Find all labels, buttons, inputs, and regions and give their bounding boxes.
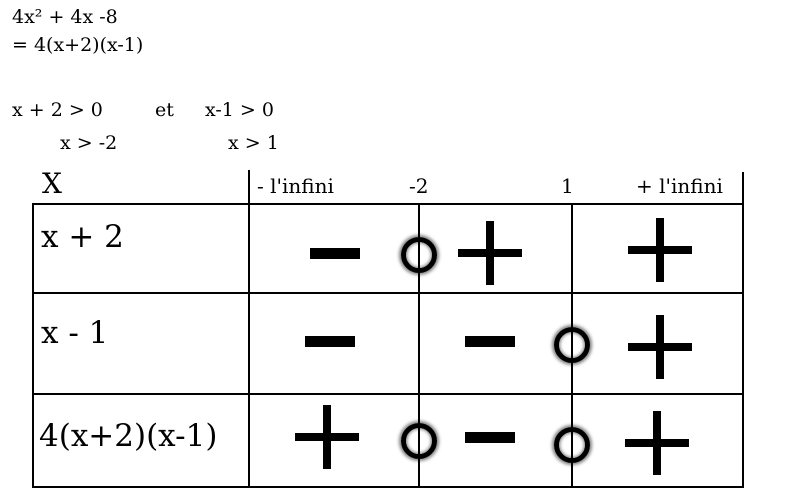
plus-sign xyxy=(625,411,689,475)
expression-line-1: 4x² + 4x -8 xyxy=(12,6,118,28)
header-label: X xyxy=(42,167,62,200)
minus-sign xyxy=(305,335,355,347)
plus-sign xyxy=(295,405,359,469)
minus-sign xyxy=(465,335,515,347)
row-label-1: x + 2 xyxy=(41,219,124,255)
header-value-plus-infinity: + l'infini xyxy=(636,174,723,198)
condition-right-result: x > 1 xyxy=(228,132,279,154)
zero-circle xyxy=(554,427,590,463)
table-divider xyxy=(33,486,744,488)
zero-circle xyxy=(401,423,437,459)
table-column-divider xyxy=(248,170,250,488)
minus-sign xyxy=(465,431,515,443)
expression-line-2: = 4(x+2)(x-1) xyxy=(12,34,144,56)
minus-sign xyxy=(310,247,360,259)
row-label-3: 4(x+2)(x-1) xyxy=(39,418,218,454)
header-value-root-1: -2 xyxy=(409,174,429,198)
header-value-minus-infinity: - l'infini xyxy=(257,174,334,198)
row-label-2: x - 1 xyxy=(41,315,109,351)
zero-circle xyxy=(401,237,437,273)
table-divider xyxy=(33,203,744,205)
table-divider xyxy=(33,292,744,294)
plus-sign xyxy=(628,315,692,379)
condition-left: x + 2 > 0 xyxy=(12,99,103,121)
header-value-root-2: 1 xyxy=(561,174,574,198)
condition-connector: et xyxy=(155,99,174,121)
root-line-minus-2 xyxy=(418,203,420,488)
table-divider xyxy=(33,393,744,395)
plus-sign xyxy=(628,218,692,282)
condition-right: x-1 > 0 xyxy=(205,99,274,121)
condition-left-result: x > -2 xyxy=(60,132,118,154)
zero-circle xyxy=(554,327,590,363)
table-border-right xyxy=(742,172,744,488)
table-border-left xyxy=(32,203,34,488)
plus-sign xyxy=(458,221,522,285)
